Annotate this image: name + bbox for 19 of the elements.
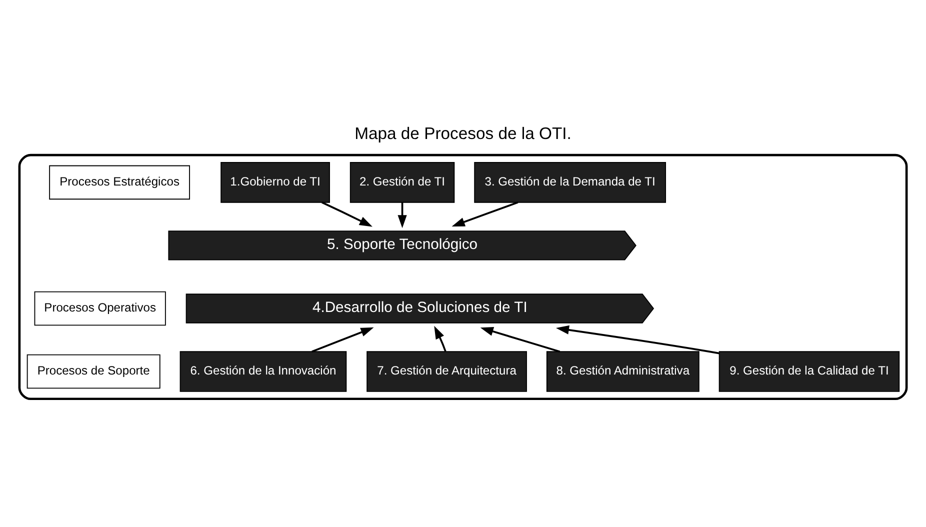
- cluster: [18, 153, 908, 400]
- node-box: 3. Gestión de la Demanda de TI: [474, 162, 666, 202]
- arrow: [434, 325, 446, 352]
- node-box: 1.Gobierno de TI: [220, 162, 330, 202]
- arrow: [452, 201, 518, 226]
- node-box: 6. Gestión de la Innovación: [180, 350, 347, 392]
- node-box: Procesos Operativos: [34, 290, 166, 326]
- node-box: Procesos Estratégicos: [49, 164, 190, 200]
- arrow: [312, 326, 374, 352]
- arrow: [480, 326, 560, 352]
- node-box: Procesos de Soporte: [26, 354, 160, 388]
- node-box: 9. Gestión de la Calidad de TI: [718, 350, 900, 392]
- arrow: [322, 201, 372, 226]
- node-box: 7. Gestión de Arquitectura: [366, 350, 527, 392]
- diagram-title: Mapa de Procesos de la OTI.: [354, 123, 572, 142]
- node-box: 8. Gestión Administrativa: [546, 350, 700, 392]
- arrow: [556, 324, 720, 354]
- arrow: [398, 202, 407, 228]
- node-box: 2. Gestión de TI: [350, 162, 455, 202]
